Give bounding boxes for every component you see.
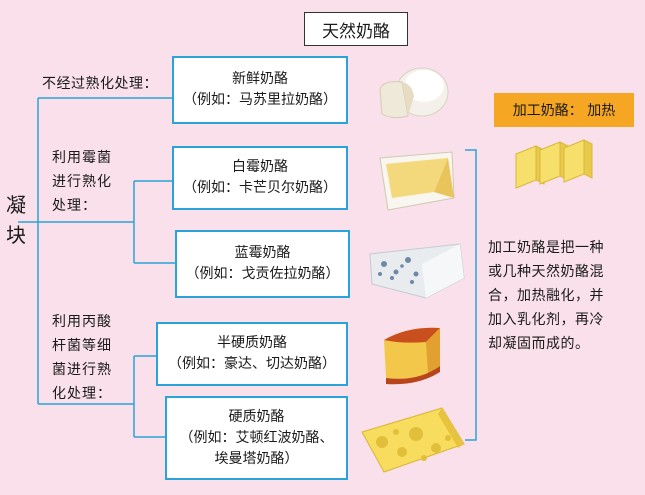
title-box: 天然奶酪 xyxy=(304,12,408,46)
branch-label-no-ripening: 不经过熟化处理： xyxy=(42,72,158,96)
hard-cheese-icon xyxy=(361,407,465,473)
cheese-box-blue-mold: 蓝霉奶酪 （例如：戈贡佐拉奶酪） xyxy=(175,230,350,298)
fresh-cheese-icon xyxy=(379,67,449,119)
processed-description: 加工奶酪是把一种 或几种天然奶酪混 合，加热融化，并 加入乳化剂，再冷 却凝固而… xyxy=(488,236,638,356)
description-line: 或几种天然奶酪混 xyxy=(488,264,604,280)
cheese-name: 白霉奶酪 xyxy=(232,159,288,175)
processed-cheese-icon xyxy=(515,139,593,189)
branch-label-line: 菌进行熟 xyxy=(52,362,112,378)
branch-label-line: 进行熟化 xyxy=(52,174,112,190)
processed-cheese-label: 加工奶酪： 加热 xyxy=(494,93,634,127)
processed-label-text: 加工奶酪： 加热 xyxy=(512,103,616,119)
cheese-name: 半硬质奶酪 xyxy=(217,335,287,351)
cheese-example: 埃曼塔奶酪） xyxy=(214,450,299,467)
cheese-example: （例如：豪达、切达奶酪） xyxy=(168,356,336,372)
cheese-box-semi-hard: 半硬质奶酪 （例如：豪达、切达奶酪） xyxy=(156,322,348,386)
root-label: 凝 块 xyxy=(4,190,28,250)
branch-label-bacteria: 利用丙酸 杆菌等细 菌进行熟 化处理： xyxy=(52,310,112,406)
cheese-box-white-mold: 白霉奶酪 （例如：卡芒贝尔奶酪） xyxy=(172,146,348,210)
branch-label-line: 利用霉菌 xyxy=(52,150,112,166)
cheese-example: （例如：戈贡佐拉奶酪） xyxy=(185,266,340,282)
branch-label-line: 不经过熟化处理： xyxy=(42,76,158,92)
semi-hard-cheese-icon xyxy=(384,327,440,385)
branch-label-line: 利用丙酸 xyxy=(52,314,112,330)
branch-label-line: 处理： xyxy=(52,198,97,214)
cheese-example: （例如：卡芒贝尔奶酪） xyxy=(183,180,337,196)
cheese-example: （例如：艾顿红波奶酪、 xyxy=(179,429,334,446)
cheese-box-hard: 硬质奶酪 （例如：艾顿红波奶酪、 埃曼塔奶酪） xyxy=(165,396,348,480)
description-line: 却凝固而成的。 xyxy=(488,336,590,352)
cheese-box-fresh: 新鲜奶酪 （例如：马苏里拉奶酪） xyxy=(172,56,348,124)
white-mold-cheese-icon xyxy=(379,151,455,211)
cheese-name: 蓝霉奶酪 xyxy=(234,245,291,261)
branch-label-line: 杆菌等细 xyxy=(52,338,112,354)
root-label-char: 块 xyxy=(6,223,26,247)
branch-label-line: 化处理： xyxy=(52,386,112,402)
cheese-example: （例如：马苏里拉奶酪） xyxy=(183,92,337,108)
diagram-title: 天然奶酪 xyxy=(322,21,390,42)
root-label-char: 凝 xyxy=(6,193,26,217)
description-line: 合，加热融化，并 xyxy=(488,288,604,304)
description-line: 加入乳化剂，再冷 xyxy=(488,312,604,328)
blue-mold-cheese-icon xyxy=(369,243,465,299)
cheese-name: 新鲜奶酪 xyxy=(232,71,288,87)
description-line: 加工奶酪是把一种 xyxy=(488,240,604,256)
cheese-name: 硬质奶酪 xyxy=(228,408,285,425)
branch-label-mold: 利用霉菌 进行熟化 处理： xyxy=(52,146,112,218)
